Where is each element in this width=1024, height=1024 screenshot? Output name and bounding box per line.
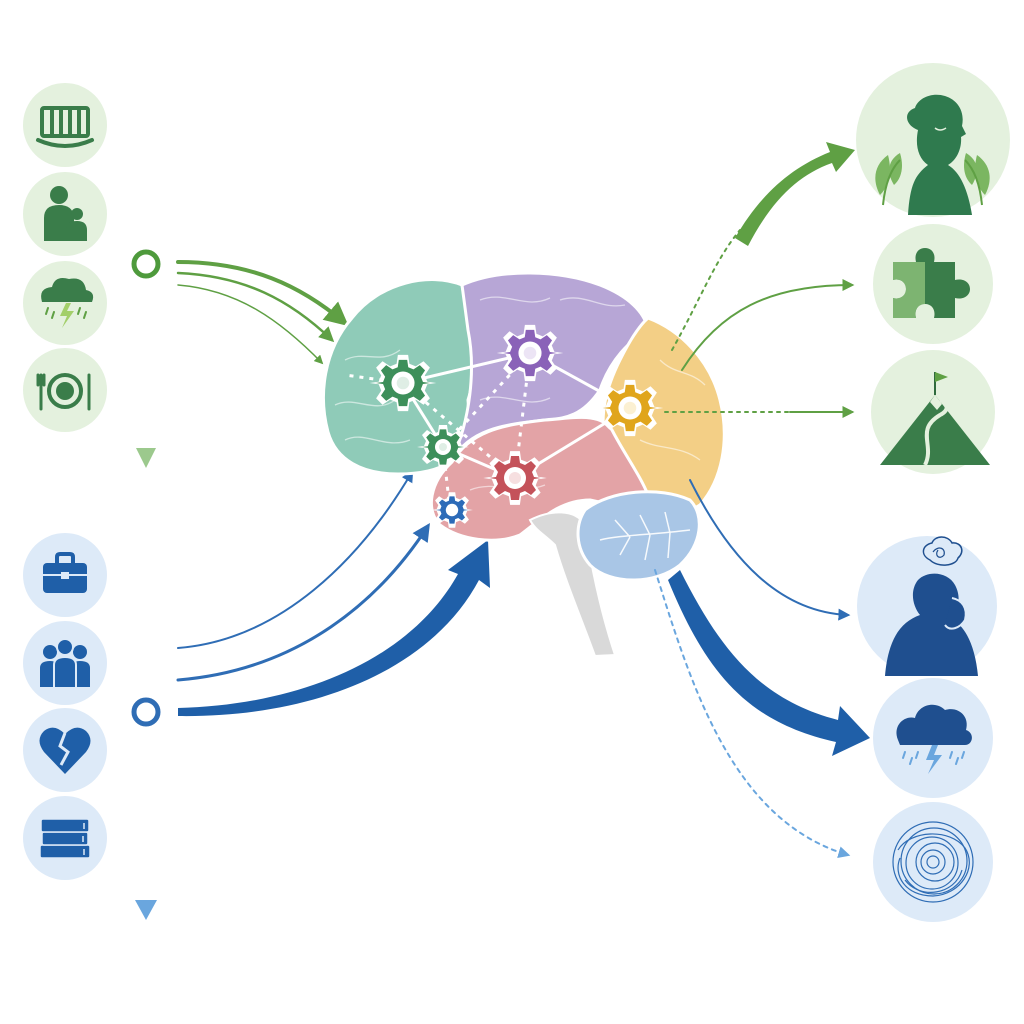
positive-timeline: [131, 50, 161, 468]
outcome-stress-storm[interactable]: [873, 678, 993, 798]
input-social[interactable]: [23, 621, 107, 705]
input-parent-child[interactable]: [23, 172, 107, 256]
negative-input-arrow-thick: [178, 540, 490, 717]
storm-cloud-icon: [41, 278, 94, 328]
timeline-node-positive[interactable]: [131, 249, 161, 279]
broken-heart-icon: [39, 727, 91, 774]
brain: [322, 271, 726, 658]
timeline-node-negative[interactable]: [131, 697, 161, 727]
outcome-achievement[interactable]: [871, 350, 995, 474]
input-meal[interactable]: [23, 348, 107, 432]
outcome-problem-solving[interactable]: [873, 224, 993, 344]
puzzle-piece-icon: [893, 248, 970, 318]
calm-person-with-leaves-icon: [875, 94, 990, 215]
outcome-confusion[interactable]: [873, 802, 993, 922]
input-crib[interactable]: [23, 83, 107, 167]
gear-green-large: [369, 354, 437, 412]
negative-input-arrows: [176, 469, 430, 682]
people-group-icon: [40, 638, 90, 689]
cerebellum-folds: [599, 511, 691, 561]
gear-gold: [596, 379, 664, 437]
input-books[interactable]: [23, 796, 107, 880]
positive-output-arrow-thick: [735, 142, 855, 246]
parent-and-child-icon: [44, 186, 87, 241]
stacked-books-icon: [39, 818, 91, 859]
tangled-spiral-icon: [892, 821, 974, 903]
timeline-arrowhead: [136, 448, 156, 468]
positive-output-arrows: [664, 142, 855, 418]
negative-output-arrows: [654, 479, 870, 859]
negative-output-arrow-thick: [668, 570, 870, 756]
gear-red: [483, 451, 547, 505]
cerebellum: [576, 490, 701, 582]
mountain-summit-flag-icon: [880, 372, 990, 466]
briefcase-icon: [43, 552, 87, 593]
gear-green-small: [417, 425, 469, 469]
stressed-person-icon: [885, 536, 978, 676]
input-storm[interactable]: [23, 261, 107, 345]
gear-purple: [496, 324, 564, 382]
negative-timeline: [131, 500, 161, 920]
plate-and-cutlery-icon: [36, 373, 91, 411]
storm-cloud-icon: [896, 704, 972, 774]
outcome-distress[interactable]: [857, 536, 997, 676]
crib-icon: [36, 106, 94, 148]
gear-blue-small: [431, 492, 473, 528]
outcome-wellbeing[interactable]: [856, 63, 1010, 217]
timeline-arrowhead: [135, 900, 157, 920]
input-work[interactable]: [23, 533, 107, 617]
input-heartbreak[interactable]: [23, 708, 107, 792]
positive-input-arrows: [176, 260, 349, 365]
brain-stem: [528, 511, 617, 658]
